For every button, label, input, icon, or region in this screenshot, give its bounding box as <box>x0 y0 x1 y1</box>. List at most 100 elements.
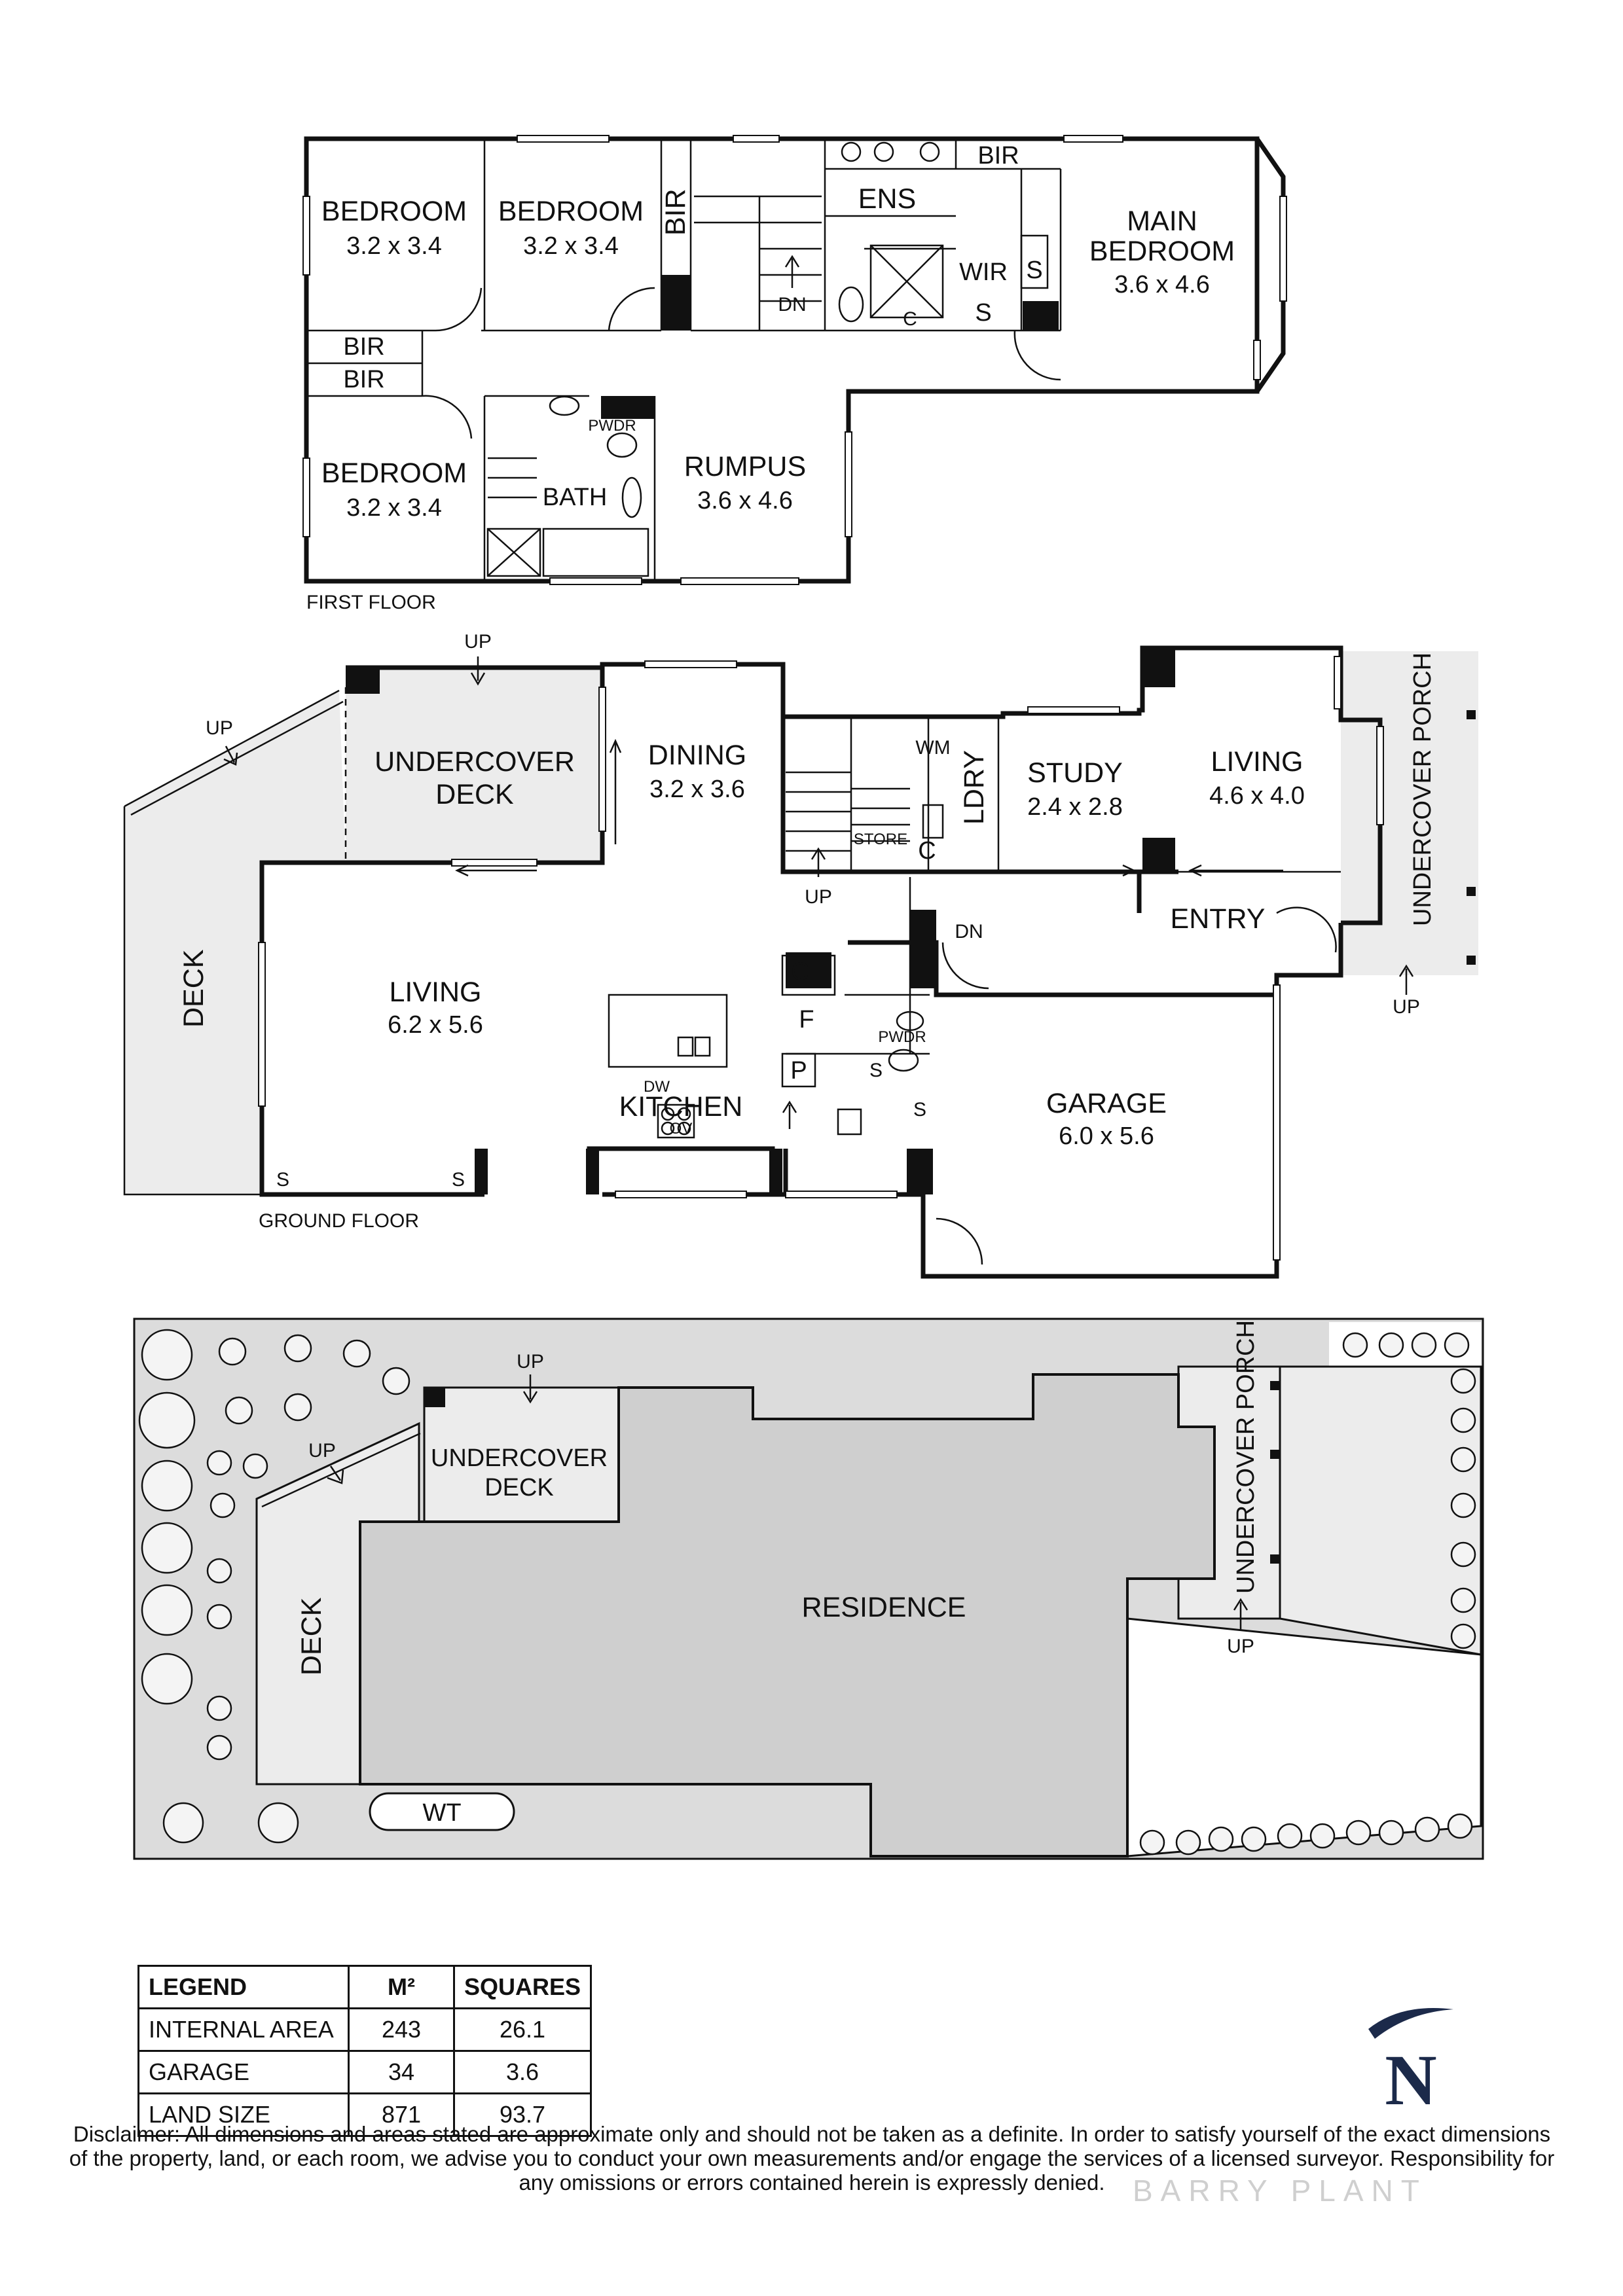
oven-label: OV <box>670 1120 693 1138</box>
pantry-cupboard-label: C <box>791 958 809 986</box>
dishwasher-label: DW <box>644 1078 670 1096</box>
study-size: 2.4 x 2.8 <box>1027 793 1123 821</box>
bath-label: BATH <box>543 484 608 511</box>
north-label: N <box>1385 2040 1436 2114</box>
legend-row: INTERNAL AREA 243 26.1 <box>137 2007 593 2052</box>
legend-row-m2: 34 <box>348 2050 455 2094</box>
ground-floor-title: GROUND FLOOR <box>259 1210 419 1232</box>
area-legend-table: LEGEND M² SQUARES INTERNAL AREA 243 26.1… <box>137 1965 593 2137</box>
bedroom-2-label: BEDROOM <box>498 196 644 227</box>
deck-up-label-2: UP <box>206 717 233 739</box>
rumpus-label: RUMPUS <box>684 451 806 482</box>
living-main-label: LIVING <box>390 977 482 1008</box>
site-up-label-1: UP <box>517 1351 544 1372</box>
ground-floor-windows <box>258 656 1384 1261</box>
legend-row-name: INTERNAL AREA <box>137 2007 350 2052</box>
pwdr-label-ground: PWDR <box>878 1028 926 1046</box>
site-deck-label: DECK <box>296 1597 327 1676</box>
dining-size: 3.2 x 3.6 <box>649 776 745 803</box>
bir-label-3: BIR <box>977 142 1019 170</box>
legend-header-row: LEGEND M² SQUARES <box>137 1965 593 2009</box>
deck-up-label-1: UP <box>464 631 492 653</box>
undercover-deck-label-1: UNDERCOVER <box>374 746 575 778</box>
fridge-label: F <box>799 1006 814 1033</box>
bedroom-2-size: 3.2 x 3.4 <box>523 232 619 260</box>
bir-label-vertical: BIR <box>660 188 691 236</box>
site-plan: UNDERCOVER DECK DECK RESIDENCE UNDERCOVE… <box>133 1318 1484 1860</box>
bir-label-1: BIR <box>343 333 384 361</box>
ens-label: ENS <box>858 183 916 215</box>
store-label: STORE <box>854 831 907 848</box>
wir-label: WIR <box>959 259 1008 286</box>
deck-label-ground: DECK <box>178 949 210 1028</box>
garage-label: GARAGE <box>1046 1088 1167 1119</box>
dining-label: DINING <box>648 740 747 771</box>
watermark-logo: BARRY PLANT <box>1133 2174 1427 2208</box>
wir-shelf-label: S <box>975 299 991 327</box>
garage-dn-label: DN <box>955 921 983 942</box>
wm-label: WM <box>915 737 950 759</box>
study-label: STUDY <box>1027 757 1123 789</box>
site-up-label-3: UP <box>1227 1636 1254 1657</box>
garage-size: 6.0 x 5.6 <box>1059 1122 1154 1150</box>
ground-floor-outline <box>259 665 605 1197</box>
trees <box>138 1329 1476 1856</box>
bedroom-3-size: 3.2 x 3.4 <box>346 494 442 522</box>
stair-up-label-ground: UP <box>805 886 832 908</box>
site-up-label-2: UP <box>308 1440 336 1462</box>
shelf-label-3: S <box>276 1169 289 1191</box>
stairs-first-floor <box>694 195 822 331</box>
entry-label: ENTRY <box>1171 903 1266 935</box>
legend-row-squares: 3.6 <box>452 2050 593 2094</box>
pwdr-label-first: PWDR <box>588 417 636 435</box>
shelf-label-4: S <box>452 1169 465 1191</box>
living-front-label: LIVING <box>1211 746 1304 778</box>
ldry-label: LDRY <box>958 750 990 825</box>
bedroom-1-label: BEDROOM <box>321 196 467 227</box>
bir-label-2: BIR <box>343 366 384 393</box>
undercover-porch-label: UNDERCOVER PORCH <box>1409 653 1436 926</box>
site-undercover-deck-label-2: DECK <box>484 1474 554 1501</box>
first-floor-plan: BEDROOM 3.2 x 3.4 BEDROOM 3.2 x 3.4 BEDR… <box>302 135 1287 613</box>
shelf-label-2: S <box>913 1099 926 1121</box>
legend-row-name: GARAGE <box>137 2050 350 2094</box>
rumpus-size: 3.6 x 4.6 <box>697 487 793 514</box>
laundry-cupboard-label: C <box>918 837 936 865</box>
kitchen-island <box>608 994 728 1068</box>
water-tank-label: WT <box>422 1799 461 1827</box>
first-floor-windows <box>302 135 1287 585</box>
disclaimer-text: Disclaimer: All dimensions and areas sta… <box>69 2122 1555 2195</box>
bedroom-3-label: BEDROOM <box>321 457 467 489</box>
legend-row: LAND SIZE 871 93.7 <box>137 2092 593 2137</box>
main-bedroom-size: 3.6 x 4.6 <box>1114 271 1210 298</box>
legend-row-name: LAND SIZE <box>137 2092 350 2137</box>
residence-footprint <box>359 1373 1216 1857</box>
residence-label: RESIDENCE <box>802 1592 966 1623</box>
legend-row-m2: 871 <box>348 2092 455 2137</box>
legend-header-squares: SQUARES <box>452 1965 593 2009</box>
ground-floor-plan: UNDERCOVER DECK DECK DINING 3.2 x 3.6 LI… <box>123 631 1478 1279</box>
ens-shelf-label: S <box>1026 257 1042 284</box>
legend-row-squares: 93.7 <box>452 2092 593 2137</box>
legend-row: GARAGE 34 3.6 <box>137 2050 593 2094</box>
pantry-label: P <box>790 1057 807 1085</box>
ens-cupboard-label: C <box>903 308 917 330</box>
north-arrow-icon: N <box>1368 2008 1453 2114</box>
legend-row-squares: 26.1 <box>452 2007 593 2052</box>
legend-header-name: LEGEND <box>137 1965 350 2009</box>
first-floor-title: FIRST FLOOR <box>306 592 436 613</box>
shelf-label-1: S <box>869 1060 883 1081</box>
legend-row-m2: 243 <box>348 2007 455 2052</box>
kitchen-label: KITCHEN <box>619 1091 743 1122</box>
site-undercover-deck-label-1: UNDERCOVER <box>431 1444 608 1472</box>
porch-up-label: UP <box>1393 996 1420 1018</box>
main-bedroom-label-line2: BEDROOM <box>1089 236 1235 267</box>
living-front-size: 4.6 x 4.0 <box>1209 782 1305 810</box>
undercover-deck-label-2: DECK <box>435 779 514 810</box>
legend-header-m2: M² <box>348 1965 455 2009</box>
bedroom-1-size: 3.2 x 3.4 <box>346 232 442 260</box>
stairs-ground-floor <box>786 771 910 852</box>
main-bedroom-label-line1: MAIN <box>1127 206 1197 237</box>
